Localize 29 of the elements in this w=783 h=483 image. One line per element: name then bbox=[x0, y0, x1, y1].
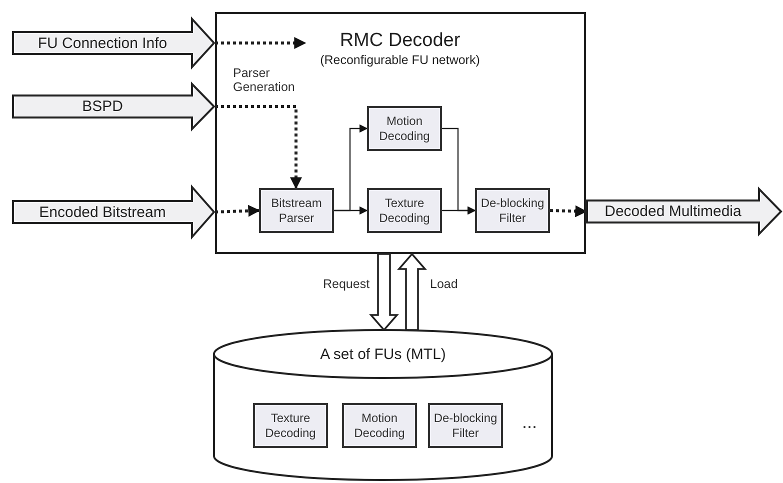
arrow-label: FU Connection Info bbox=[38, 34, 168, 52]
block-arrow bbox=[369, 253, 399, 332]
process-box: De-blocking Filter bbox=[428, 403, 503, 448]
process-box: Bitstream Parser bbox=[259, 188, 334, 233]
database-cylinder bbox=[213, 330, 553, 480]
edge-label: Request bbox=[322, 277, 371, 292]
block-arrow bbox=[12, 83, 215, 130]
process-box: Texture Decoding bbox=[253, 403, 328, 448]
block-arrow bbox=[397, 252, 427, 331]
block-arrow bbox=[586, 188, 782, 235]
arrow bbox=[334, 206, 368, 215]
process-box: De-blocking Filter bbox=[475, 188, 550, 233]
edge-label: Load bbox=[429, 277, 459, 292]
arrow-label: Encoded Bitstream bbox=[39, 204, 166, 220]
dotted-arrow bbox=[215, 105, 302, 190]
process-box: Motion Decoding bbox=[367, 106, 442, 151]
arrow-label: BSPD bbox=[82, 98, 123, 115]
arrow bbox=[442, 206, 476, 215]
decoder-frame bbox=[215, 12, 586, 254]
subtitle: (Reconfigurable FU network) bbox=[319, 52, 481, 68]
block-arrow bbox=[12, 18, 215, 68]
dotted-arrow bbox=[215, 37, 306, 49]
arrow-label: Decoded Multimedia bbox=[604, 203, 742, 220]
dotted-arrow bbox=[214, 204, 260, 217]
title: RMC Decoder bbox=[338, 30, 462, 52]
cylinder-label: A set of FUs (MTL) bbox=[320, 346, 446, 362]
process-box: Motion Decoding bbox=[342, 403, 417, 448]
block-arrow bbox=[12, 186, 215, 238]
process-box: Texture Decoding bbox=[367, 188, 442, 233]
